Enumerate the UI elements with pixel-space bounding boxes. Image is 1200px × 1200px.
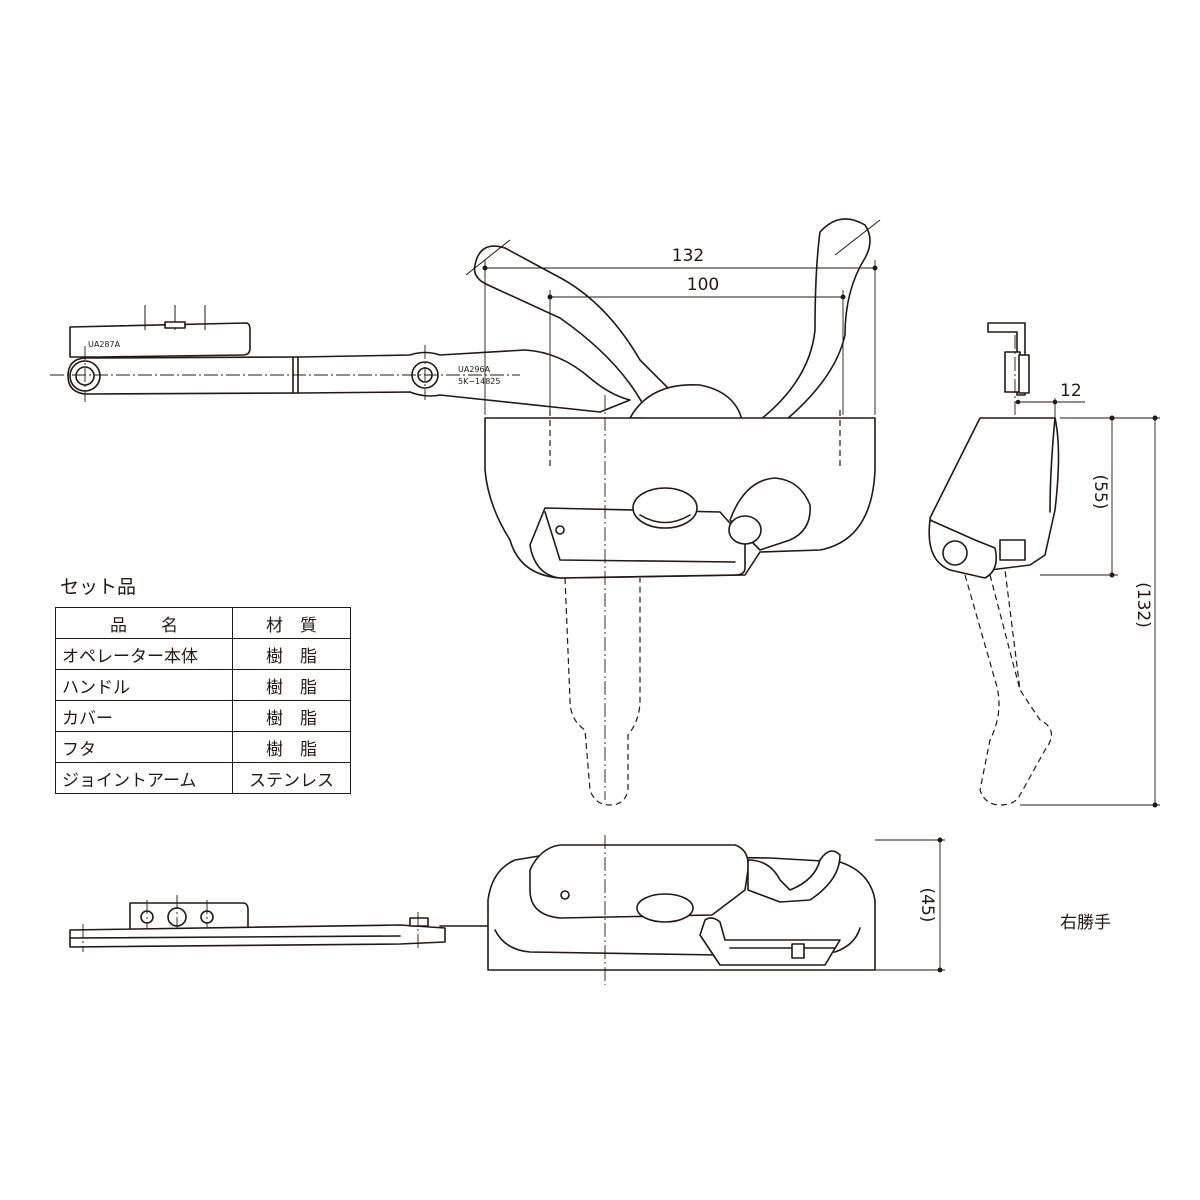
part-material: 樹 脂 <box>232 700 351 732</box>
dim-55: (55) <box>1090 475 1110 510</box>
front-view: 132 100 UA287A UA296A 5K−14825 <box>50 218 881 806</box>
label-ua296a: UA296A <box>458 365 491 374</box>
part-name: フタ <box>55 731 233 763</box>
table-row: フタ 樹 脂 <box>55 731 351 763</box>
label-ua287a: UA287A <box>88 340 121 349</box>
part-material: 樹 脂 <box>232 731 351 763</box>
dim-12: 12 <box>1060 381 1082 401</box>
part-material: 樹 脂 <box>232 638 351 670</box>
arm-bracket-plate <box>69 322 251 358</box>
handle-right-wing <box>744 218 871 446</box>
parts-table: 品 名 材 質 オペレーター本体 樹 脂 ハンドル 樹 脂 カバー 樹 脂 フタ… <box>55 607 351 794</box>
dim-132-side: (132) <box>1133 582 1153 628</box>
part-name: ハンドル <box>55 669 233 701</box>
bottom-cover <box>529 844 750 919</box>
side-view: 12 (55) (132) <box>928 322 1160 808</box>
header-material: 材 質 <box>232 607 351 639</box>
handedness-label: 右勝手 <box>1060 913 1111 933</box>
part-material: 樹 脂 <box>232 669 351 701</box>
part-name: カバー <box>55 700 233 732</box>
bottom-view: (45) <box>69 835 945 985</box>
dim-132: 132 <box>672 246 704 266</box>
label-5k14825: 5K−14825 <box>458 377 501 386</box>
part-name: ジョイントアーム <box>55 762 233 794</box>
dim-100: 100 <box>687 275 719 295</box>
table-row: ジョイントアーム ステンレス <box>55 762 351 794</box>
part-name: オペレーター本体 <box>55 638 233 670</box>
cover-knob <box>632 487 698 529</box>
header-name: 品 名 <box>55 607 233 639</box>
table-row: オペレーター本体 樹 脂 <box>55 638 351 670</box>
table-row: ハンドル 樹 脂 <box>55 669 351 701</box>
table-header-row: 品 名 材 質 <box>55 607 351 639</box>
dim-45: (45) <box>917 888 937 923</box>
bottom-arm <box>69 924 446 948</box>
set-items-title: セット品 <box>60 576 137 598</box>
table-row: カバー 樹 脂 <box>55 700 351 732</box>
part-material: ステンレス <box>232 762 351 794</box>
joint-arm <box>67 349 631 413</box>
